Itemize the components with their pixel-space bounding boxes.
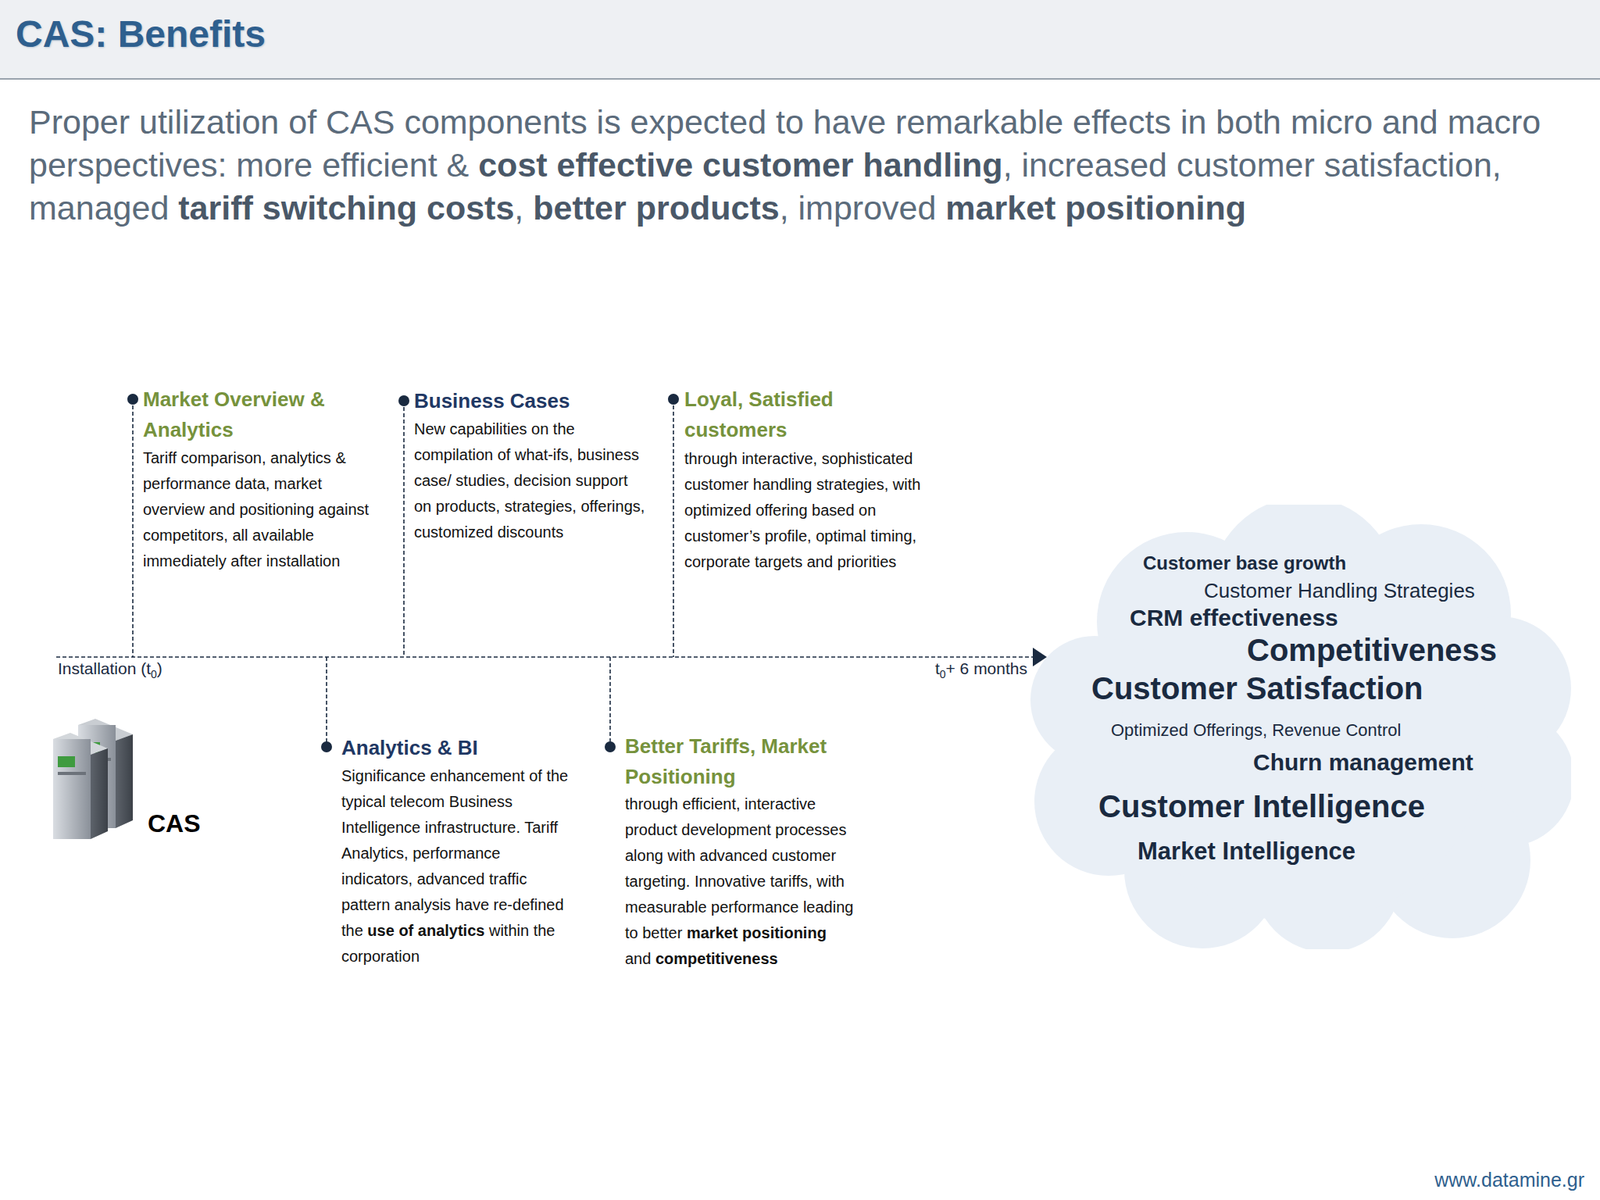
- leader-line: [403, 400, 405, 658]
- axis-label: + 6 months: [946, 659, 1028, 678]
- item-body: New capabilities on the compilation of w…: [414, 420, 645, 541]
- subscript: 0: [939, 667, 947, 681]
- item-heading-block: Loyal, Satisfied customers: [684, 384, 888, 446]
- server-label: CAS: [147, 809, 201, 838]
- subscript: 0: [150, 667, 158, 681]
- item-body: Significance enhancement of the typical …: [341, 767, 568, 940]
- subtitle-text: market positioning: [945, 189, 1247, 227]
- cloud-term: Customer Intelligence: [1098, 789, 1425, 825]
- cloud-term: Customer Satisfaction: [1091, 671, 1424, 707]
- timeline-axis: [56, 656, 1035, 658]
- server-icon: [53, 718, 133, 840]
- cloud-fill: [1030, 504, 1572, 950]
- item-body: and: [625, 950, 656, 968]
- axis-label: ): [157, 659, 163, 678]
- cloud-term: Optimized Offerings, Revenue Control: [1110, 720, 1401, 741]
- server-side: [115, 734, 133, 829]
- item-body: Tariff comparison, analytics & performan…: [142, 449, 369, 570]
- timeline-dots: [127, 393, 679, 753]
- item-heading: Loyal, Satisfied customers: [684, 387, 834, 442]
- subtitle-text: , improved: [779, 189, 947, 227]
- item-heading: Market Overview & Analytics: [142, 387, 325, 442]
- server-slot: [57, 771, 86, 775]
- axis-label-block: Installation (t0): [57, 659, 163, 681]
- item-body-block: through efficient, interactive product d…: [625, 791, 856, 972]
- item-body-block: New capabilities on the compilation of w…: [414, 416, 649, 546]
- cloud-term: Market Intelligence: [1137, 837, 1356, 866]
- slide-title: CAS: Benefits: [15, 12, 266, 56]
- item-heading-block: Business Cases: [414, 385, 649, 417]
- cloud-term: Customer base growth: [1142, 552, 1347, 575]
- footer-url: www.datamine.gr: [1434, 1168, 1585, 1191]
- cloud-term: Competitiveness: [1246, 632, 1497, 668]
- header-rule: [0, 78, 1600, 80]
- footer-url-block: www.datamine.gr: [1434, 1168, 1585, 1192]
- server-front: [53, 739, 91, 840]
- item-heading: Analytics & BI: [341, 735, 479, 760]
- header-band: [0, 0, 1600, 79]
- cloud-term: Churn management: [1253, 749, 1474, 776]
- bullet-dot: [321, 741, 333, 753]
- bullet-dot: [604, 741, 616, 753]
- server-side: [90, 748, 108, 840]
- bullet-dot: [127, 393, 139, 405]
- subtitle-text: tariff switching costs: [178, 189, 515, 227]
- leader-line: [325, 657, 328, 747]
- item-body: competitiveness: [655, 950, 779, 968]
- item-heading-block: Analytics & BI: [341, 732, 576, 764]
- leader-line: [609, 657, 611, 747]
- item-body: market positioning: [686, 924, 827, 942]
- item-body: through efficient, interactive product d…: [625, 795, 854, 942]
- axis-label-block: t0+ 6 months: [935, 659, 1028, 681]
- item-heading: Better Tariffs, Market Positioning: [625, 734, 827, 789]
- subtitle-text: ,: [514, 189, 533, 227]
- bullet-dot: [667, 393, 679, 405]
- axis-label: t: [935, 659, 940, 678]
- cloud-term: CRM effectiveness: [1129, 604, 1339, 632]
- subtitle-text-block: Proper utilization of CAS components is …: [28, 100, 1572, 230]
- bullet-dot: [398, 395, 410, 407]
- item-heading-block: Better Tariffs, Market Positioning: [625, 731, 891, 793]
- item-heading: Business Cases: [414, 389, 570, 413]
- leader-line: [672, 399, 675, 658]
- subtitle-text: better products: [532, 189, 779, 227]
- timeline: [56, 399, 1035, 747]
- item-body-block: Significance enhancement of the typical …: [341, 763, 576, 970]
- item-body-block: through interactive, sophisticated custo…: [684, 446, 927, 575]
- subtitle-text: cost effective customer handling: [478, 146, 1003, 184]
- item-body-block: Tariff comparison, analytics & performan…: [142, 445, 370, 575]
- item-heading-block: Market Overview & Analytics: [142, 384, 386, 446]
- item-body: use of analytics: [367, 921, 485, 940]
- axis-label: Installation (t: [57, 659, 151, 678]
- item-body: through interactive, sophisticated custo…: [684, 450, 921, 571]
- word-cloud: Customer base growthCustomer Handling St…: [1030, 504, 1572, 950]
- cloud-term: Customer Handling Strategies: [1203, 578, 1475, 604]
- server-label-block: CAS: [147, 809, 201, 839]
- server-led: [57, 756, 75, 768]
- leader-line: [132, 399, 134, 658]
